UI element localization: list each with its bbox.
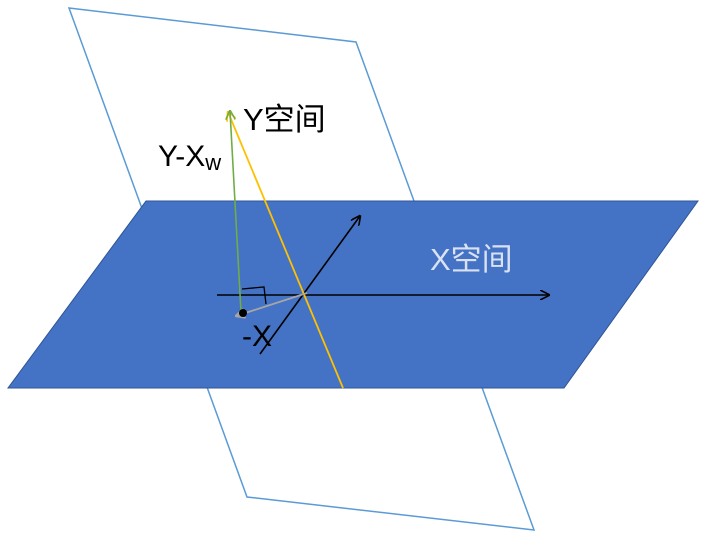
right-angle-marker [241, 286, 267, 305]
x-space-label: X空间 [430, 242, 513, 277]
projection-point [239, 309, 247, 317]
y-space-label: Y空间 [243, 102, 326, 137]
y-minus-x-main: Y-X [158, 140, 205, 173]
projection-vector [236, 292, 308, 316]
residual-vector [230, 111, 242, 313]
y-minus-x-label: Y-Xw [158, 140, 221, 175]
neg-x-label: -X [242, 320, 272, 353]
y-vector [228, 112, 344, 389]
y-minus-x-subscript: w [204, 150, 221, 175]
diagonal-axis [259, 216, 360, 355]
